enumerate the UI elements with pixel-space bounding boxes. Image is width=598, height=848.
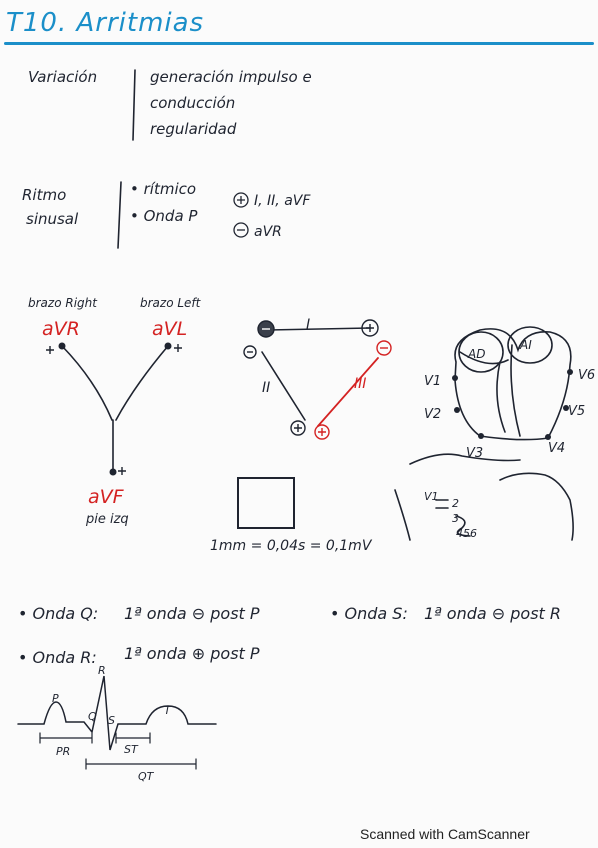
ecg-s-label: S bbox=[108, 714, 115, 727]
heart-ai-chamber bbox=[507, 326, 553, 364]
ecg-pr-label: PR bbox=[56, 745, 71, 758]
lead-i-label: I bbox=[306, 317, 311, 333]
variacion-label: Variación bbox=[28, 68, 98, 86]
ritmo-label-2: sinusal bbox=[26, 210, 79, 228]
pie-izq-label: pie izq bbox=[86, 512, 129, 527]
onda-s-text: 1ª onda ⊖ post R bbox=[424, 604, 562, 623]
heart-v5-label: V5 bbox=[568, 404, 586, 419]
v1-electrode bbox=[452, 375, 458, 381]
avl-electrode bbox=[164, 342, 172, 350]
heart-outline bbox=[454, 328, 572, 441]
chest-3-label: 3 bbox=[452, 512, 459, 525]
v2-electrode bbox=[454, 407, 460, 413]
ritmo-negative-leads: aVR bbox=[254, 224, 282, 240]
variacion-separator bbox=[132, 69, 136, 141]
qt-interval bbox=[85, 758, 197, 770]
plus-circle-icon bbox=[233, 192, 249, 208]
triangle-top-right-plus-icon bbox=[361, 319, 379, 337]
chest-mark-1 bbox=[435, 499, 449, 509]
chest-v1-label: V1 bbox=[424, 490, 439, 503]
ecg-qt-label: QT bbox=[138, 770, 154, 783]
lead-iii-label: III bbox=[354, 376, 367, 392]
ritmo-bullet-1: • rítmico bbox=[130, 180, 197, 198]
page-title: T10. Arritmias bbox=[6, 8, 205, 38]
heart-v1-label: V1 bbox=[424, 374, 442, 389]
variacion-line-1: generación impulso e bbox=[150, 68, 312, 86]
variacion-line-3: regularidad bbox=[150, 120, 237, 138]
onda-q-label: • Onda Q: bbox=[18, 604, 99, 623]
ritmo-separator bbox=[117, 181, 122, 249]
avf-plus-icon bbox=[118, 467, 126, 475]
chest-mark-2 bbox=[455, 515, 471, 537]
onda-q-text: 1ª onda ⊖ post P bbox=[124, 604, 260, 623]
heart-v4-label: V4 bbox=[548, 441, 566, 456]
ecg-t-label: T bbox=[164, 704, 171, 717]
pr-interval bbox=[39, 732, 93, 744]
triangle-left-minus-icon bbox=[243, 345, 257, 359]
avl-label: aVL bbox=[152, 318, 188, 340]
avl-branch bbox=[115, 345, 169, 421]
ritmo-positive-leads: I, II, aVF bbox=[254, 193, 311, 209]
brazo-right-label: brazo Right bbox=[28, 296, 97, 310]
ritmo-bullet-2: • Onda P bbox=[130, 207, 198, 225]
brazo-left-label: brazo Left bbox=[140, 296, 201, 310]
onda-s-label: • Onda S: bbox=[330, 604, 408, 623]
v3-electrode bbox=[478, 433, 484, 439]
ritmo-label-1: Ritmo bbox=[22, 186, 67, 204]
avr-label: aVR bbox=[42, 318, 80, 340]
st-interval bbox=[115, 732, 151, 744]
ecg-q-label: Q bbox=[88, 710, 97, 723]
triangle-right-red-minus-icon bbox=[376, 340, 392, 356]
title-underline bbox=[4, 42, 594, 45]
chest-456-label: 456 bbox=[456, 527, 477, 540]
heart-ad-label: AD bbox=[468, 347, 486, 361]
heart-ai-label: AI bbox=[520, 338, 532, 352]
triangle-bottom-red-plus-icon bbox=[314, 424, 330, 440]
lead-i-side bbox=[267, 327, 371, 331]
ecg-r-label: R bbox=[98, 664, 106, 677]
lead-ii-side bbox=[261, 351, 306, 421]
v5-electrode bbox=[563, 405, 569, 411]
heart-v6-label: V6 bbox=[578, 368, 596, 383]
v6-electrode bbox=[567, 369, 573, 375]
avr-electrode bbox=[58, 342, 66, 350]
heart-septum-inner bbox=[496, 361, 506, 433]
avf-electrode bbox=[109, 468, 117, 476]
torso-right-side bbox=[499, 472, 574, 541]
lead-iii-side bbox=[317, 357, 379, 427]
onda-r-label: • Onda R: bbox=[18, 648, 97, 667]
torso-left-side bbox=[394, 489, 411, 541]
avl-plus-icon bbox=[174, 344, 182, 352]
triangle-top-left-minus-icon bbox=[257, 320, 275, 338]
grid-square bbox=[237, 477, 295, 529]
heart-atrium-line bbox=[459, 351, 509, 365]
v4-electrode bbox=[545, 434, 551, 440]
avf-label: aVF bbox=[88, 486, 124, 508]
ecg-st-label: ST bbox=[124, 743, 138, 756]
grid-caption: 1mm = 0,04s = 0,1mV bbox=[210, 538, 372, 554]
avr-plus-icon bbox=[46, 346, 54, 354]
torso-shoulder bbox=[409, 453, 521, 465]
variacion-line-2: conducción bbox=[150, 94, 236, 112]
scanner-watermark: Scanned with CamScanner bbox=[360, 826, 530, 842]
minus-circle-icon bbox=[233, 222, 249, 238]
avr-branch bbox=[61, 345, 113, 421]
ecg-trace bbox=[17, 675, 217, 751]
triangle-bottom-plus-icon bbox=[290, 420, 306, 436]
ecg-p-label: P bbox=[52, 692, 59, 705]
chest-2-label: 2 bbox=[452, 497, 459, 510]
heart-ad-chamber bbox=[458, 331, 504, 373]
onda-r-text: 1ª onda ⊕ post P bbox=[124, 644, 260, 663]
lead-ii-label: II bbox=[262, 380, 271, 396]
heart-v2-label: V2 bbox=[424, 407, 442, 422]
